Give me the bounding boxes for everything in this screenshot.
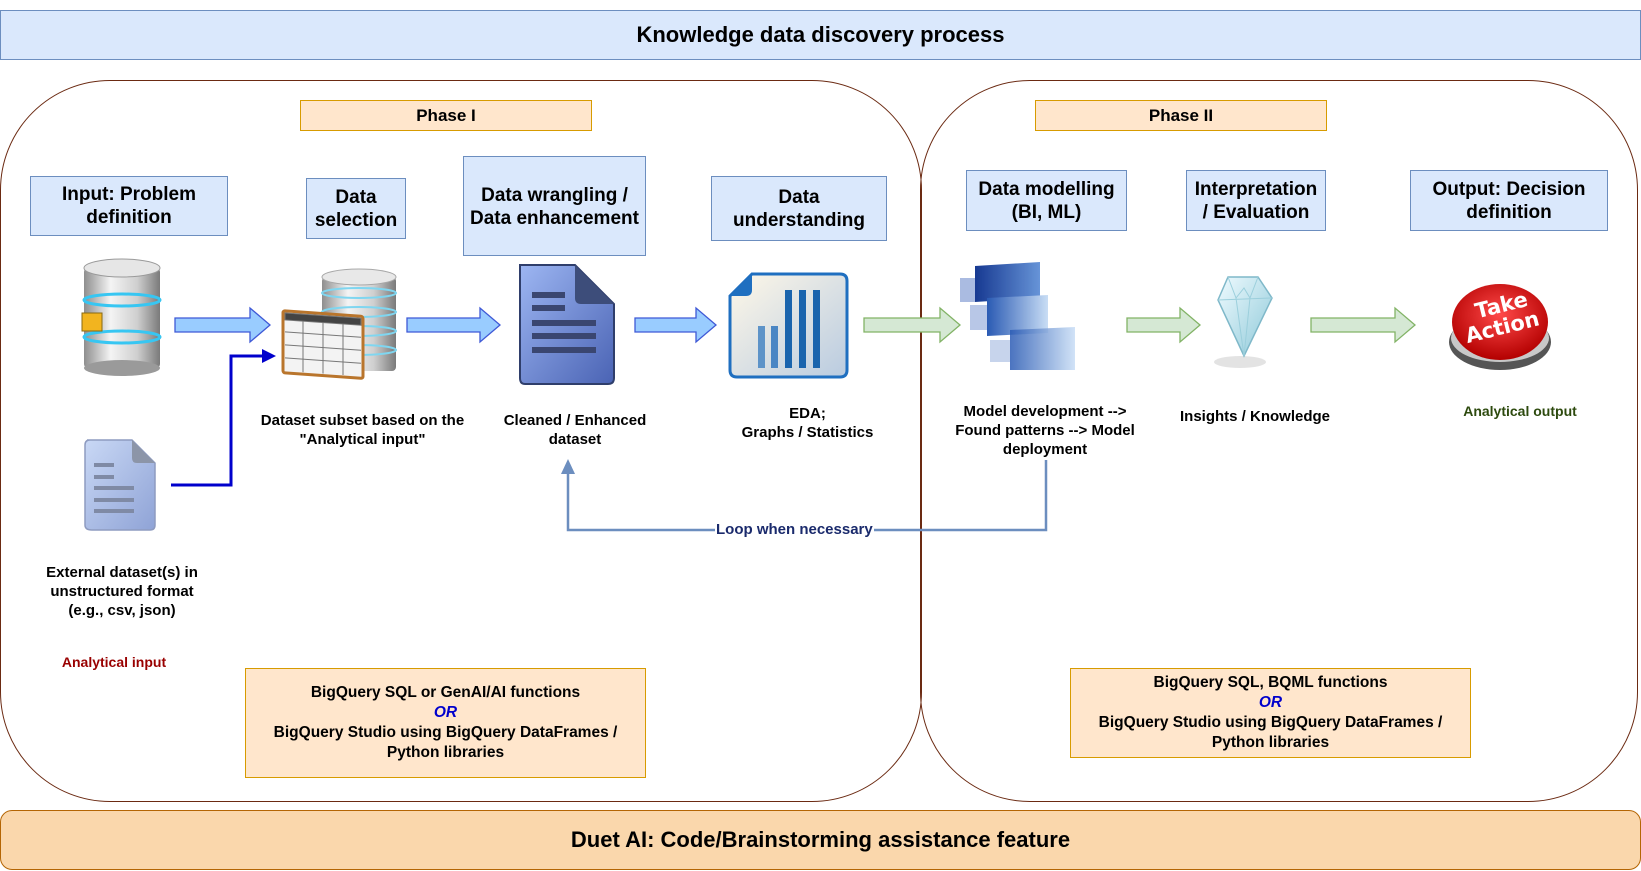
diagram-title: Knowledge data discovery process — [0, 10, 1641, 60]
bar-chart-document-icon — [728, 272, 849, 379]
tools-line: Python libraries — [386, 744, 505, 761]
take-action-button-icon: Take Action — [1449, 284, 1551, 370]
database-table-icon — [281, 268, 397, 380]
step-data-wrangling: Data wrangling / Data enhancement — [463, 156, 646, 256]
phase-2-tools-box: BigQuery SQL, BQML functions OR BigQuery… — [1070, 668, 1471, 758]
caption-line: EDA; — [789, 405, 826, 422]
diagram-title-text: Knowledge data discovery process — [636, 22, 1005, 47]
arrow-input-to-selection — [174, 306, 272, 344]
phase-1-panel — [0, 80, 922, 802]
caption-data-selection: Dataset subset based on the "Analytical … — [245, 411, 480, 449]
loop-label: Loop when necessary — [715, 521, 874, 539]
tools-line: BigQuery Studio using BigQuery DataFrame… — [1098, 714, 1443, 731]
caption-line: Analytical input — [61, 654, 167, 670]
document-icon — [519, 264, 615, 385]
tools-or: OR — [1258, 694, 1283, 711]
step-data-modelling: Data modelling (BI, ML) — [966, 170, 1127, 231]
caption-line: (e.g., csv, json) — [68, 602, 176, 619]
step-line: definition — [86, 207, 172, 228]
step-input-problem-definition: Input: Problem definition — [30, 176, 228, 236]
arrow-interpretation-to-output — [1310, 306, 1417, 344]
caption-external-dataset: External dataset(s) in unstructured form… — [22, 563, 222, 620]
file-icon — [84, 439, 156, 531]
loop-connector — [561, 459, 1048, 532]
caption-data-wrangling: Cleaned / Enhanced dataset — [490, 411, 660, 449]
step-interpretation-evaluation: Interpretation / Evaluation — [1186, 170, 1326, 231]
caption-output: Analytical output — [1420, 402, 1620, 421]
phase-2-label-text: Phase II — [1148, 105, 1214, 125]
step-output-decision-definition: Output: Decision definition — [1410, 170, 1608, 231]
phase-1-label: Phase I — [300, 100, 592, 131]
database-icon — [81, 258, 162, 376]
phase-2-panel — [920, 80, 1638, 802]
diamond-icon — [1214, 276, 1273, 368]
arrow-modelling-to-interpretation — [1126, 306, 1202, 344]
step-line: selection — [314, 209, 398, 231]
tools-line: Python libraries — [1211, 734, 1330, 751]
step-line: Data — [778, 186, 820, 208]
tools-line: BigQuery SQL, BQML functions — [1153, 674, 1388, 691]
caption-line: Graphs / Statistics — [741, 424, 874, 441]
caption-line: deployment — [1002, 441, 1088, 458]
phase-1-label-text: Phase I — [416, 105, 476, 125]
phase-1-tools-box: BigQuery SQL or GenAI/AI functions OR Bi… — [245, 668, 646, 778]
step-data-understanding: Data understanding — [711, 176, 887, 241]
tools-line: BigQuery SQL or GenAI/AI functions — [310, 684, 581, 701]
step-line: Data — [335, 186, 377, 208]
phase-2-label: Phase II — [1035, 100, 1327, 131]
stacked-layers-icon — [960, 262, 1075, 370]
caption-line: Model development --> — [963, 403, 1127, 420]
duet-ai-footer: Duet AI: Code/Brainstorming assistance f… — [0, 810, 1641, 870]
tools-or: OR — [433, 704, 458, 721]
arrow-understanding-to-modelling — [863, 306, 962, 344]
step-line: Data enhancement — [470, 208, 639, 229]
tools-line: BigQuery Studio using BigQuery DataFrame… — [273, 724, 618, 741]
caption-interpretation: Insights / Knowledge — [1160, 407, 1350, 426]
footer-text: Duet AI: Code/Brainstorming assistance f… — [570, 827, 1071, 852]
step-line: definition — [1466, 201, 1552, 223]
caption-data-understanding: EDA; Graphs / Statistics — [720, 404, 895, 442]
step-line: Data modelling — [978, 178, 1115, 200]
step-data-selection: Data selection — [306, 178, 406, 239]
arrow-wrangling-to-understanding — [634, 306, 718, 344]
step-line: Input: Problem — [61, 184, 197, 205]
loop-label-text: Loop when necessary — [716, 521, 873, 538]
caption-line: Analytical output — [1463, 403, 1577, 419]
step-line: understanding — [733, 209, 865, 231]
caption-data-modelling: Model development --> Found patterns -->… — [940, 402, 1150, 459]
caption-line: unstructured format — [50, 583, 194, 600]
connector-external-to-selection — [171, 349, 276, 487]
caption-line: Cleaned / Enhanced — [503, 412, 647, 429]
caption-analytical-input: Analytical input — [22, 653, 206, 672]
step-line: / Evaluation — [1202, 201, 1310, 223]
caption-line: "Analytical input" — [299, 431, 426, 448]
step-line: Data wrangling / — [481, 185, 628, 206]
caption-line: Found patterns --> Model — [955, 422, 1135, 439]
step-line: (BI, ML) — [1011, 201, 1082, 223]
step-line: Interpretation — [1194, 178, 1318, 200]
caption-line: Insights / Knowledge — [1179, 408, 1330, 425]
caption-line: Dataset subset based on the — [260, 412, 465, 429]
step-line: Output: Decision — [1432, 178, 1586, 200]
caption-line: External dataset(s) in — [46, 564, 198, 581]
caption-line: dataset — [548, 431, 602, 448]
arrow-selection-to-wrangling — [406, 306, 502, 344]
